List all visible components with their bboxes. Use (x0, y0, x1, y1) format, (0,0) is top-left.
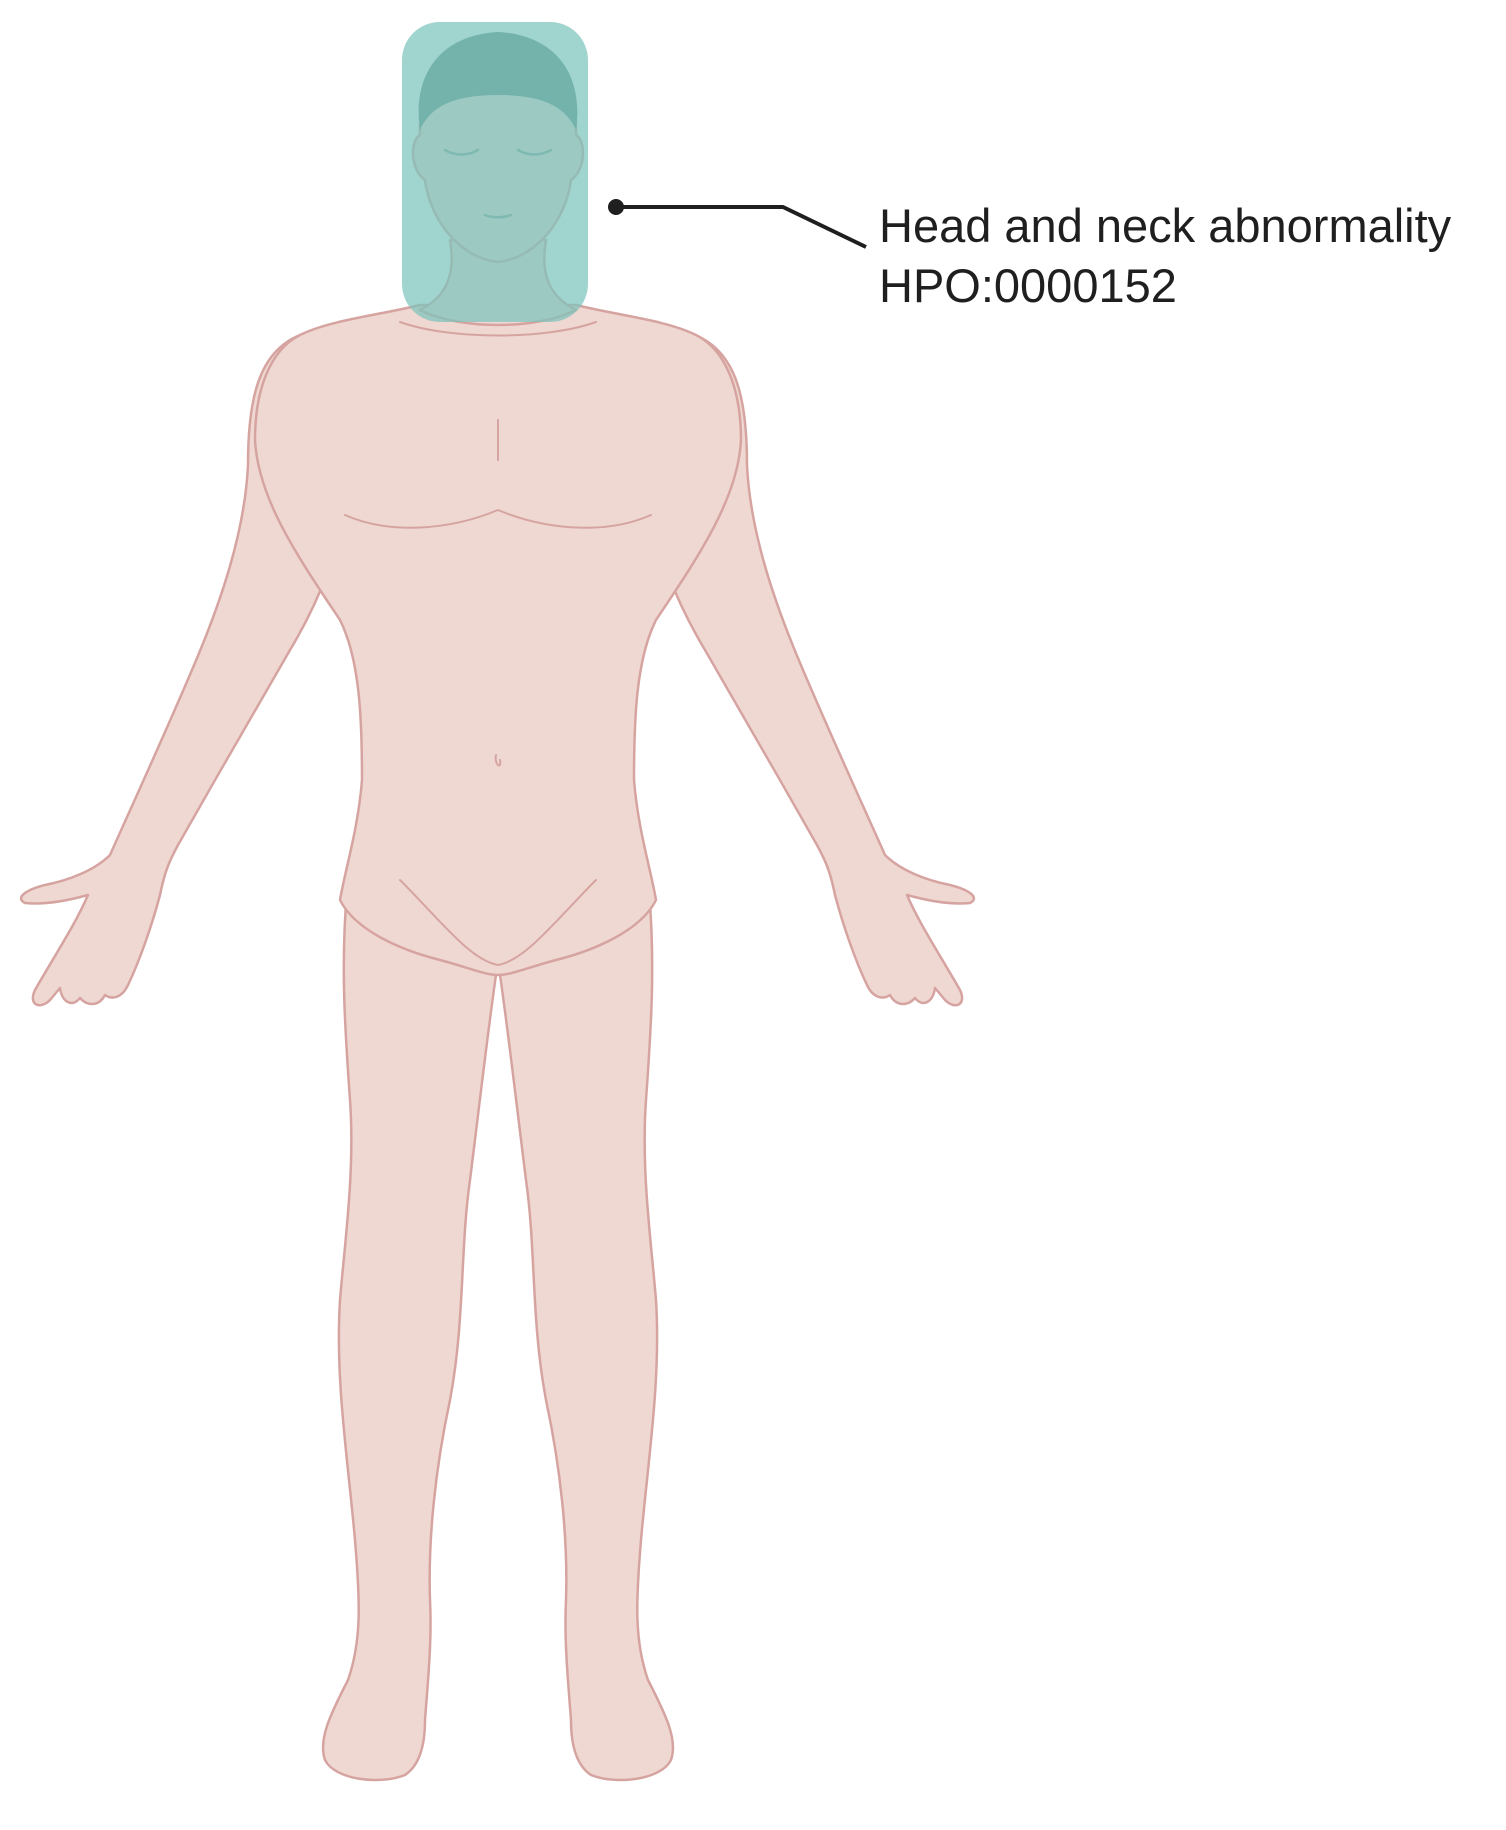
annotation-leader (608, 199, 867, 249)
torso (253, 303, 743, 977)
chest-line (344, 508, 652, 529)
right-leg (321, 878, 502, 1782)
head-neck-highlight (402, 22, 588, 322)
groin-line (399, 879, 597, 967)
collar-line (399, 321, 597, 337)
body-details (344, 321, 652, 967)
phenotype-label: Head and neck abnormality (879, 199, 1452, 252)
hpo-code: HPO:0000152 (879, 259, 1177, 312)
leader-line (616, 205, 867, 249)
annotation-label: Head and neck abnormality HPO:0000152 (879, 196, 1451, 316)
navel (494, 754, 502, 767)
left-leg (494, 878, 675, 1782)
